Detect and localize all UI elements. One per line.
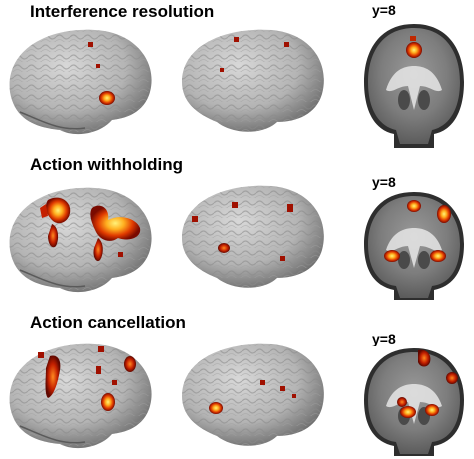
coronal-slice-view [358, 346, 470, 456]
activation-blob [292, 394, 296, 398]
row-title-action-cancellation: Action cancellation [30, 313, 186, 332]
right-lateral-brain-view [182, 185, 324, 288]
activation-blob [45, 197, 71, 224]
activation-blob [192, 216, 198, 222]
activation-blob [400, 406, 416, 418]
left-lateral-brain-view [9, 343, 152, 449]
activation-blob [124, 356, 136, 372]
activation-blob [218, 243, 230, 253]
activation-blob [260, 380, 265, 385]
activation-blob [407, 200, 421, 212]
activation-blob [88, 42, 93, 47]
activation-blob [430, 250, 446, 262]
coronal-coordinate-label: y=8 [372, 174, 396, 190]
activation-blob [232, 202, 238, 208]
activation-blob [446, 372, 458, 384]
row-title-action-withholding: Action withholding [30, 155, 183, 174]
coronal-coordinate-label: y=8 [372, 331, 396, 347]
activation-blob [101, 393, 115, 411]
activation-blob [425, 404, 439, 416]
activation-blob [280, 256, 285, 261]
activation-blob [397, 397, 407, 407]
activation-blob [90, 205, 141, 241]
activation-blob [45, 355, 61, 398]
activation-blob [98, 346, 104, 352]
left-lateral-brain-view [9, 29, 152, 135]
activation-blob [99, 91, 115, 105]
activation-blob [96, 366, 101, 374]
left-lateral-brain-view [9, 187, 152, 293]
right-lateral-brain-view [182, 343, 324, 446]
coronal-coordinate-label: y=8 [372, 2, 396, 18]
coronal-slice-view [358, 190, 470, 300]
activation-blob [209, 402, 223, 414]
right-lateral-brain-view [182, 29, 324, 132]
activation-blob [93, 238, 103, 262]
activation-blob [287, 204, 293, 212]
activation-blob [112, 380, 117, 385]
activation-blob [96, 64, 100, 68]
row-title-interference-resolution: Interference resolution [30, 2, 215, 21]
activation-blob [38, 352, 44, 358]
activation-blob [284, 42, 289, 47]
activation-blob [40, 204, 48, 218]
activation-blob [48, 224, 59, 248]
activation-blob [410, 36, 416, 41]
activation-blob [406, 42, 422, 58]
activation-blob [437, 205, 451, 223]
activation-blob [280, 386, 285, 391]
activation-blob [220, 68, 224, 72]
coronal-slice-view [358, 20, 470, 148]
activation-blob [384, 250, 400, 262]
activation-blob [234, 37, 239, 42]
activation-blob [118, 252, 123, 257]
activation-blob [418, 349, 431, 367]
